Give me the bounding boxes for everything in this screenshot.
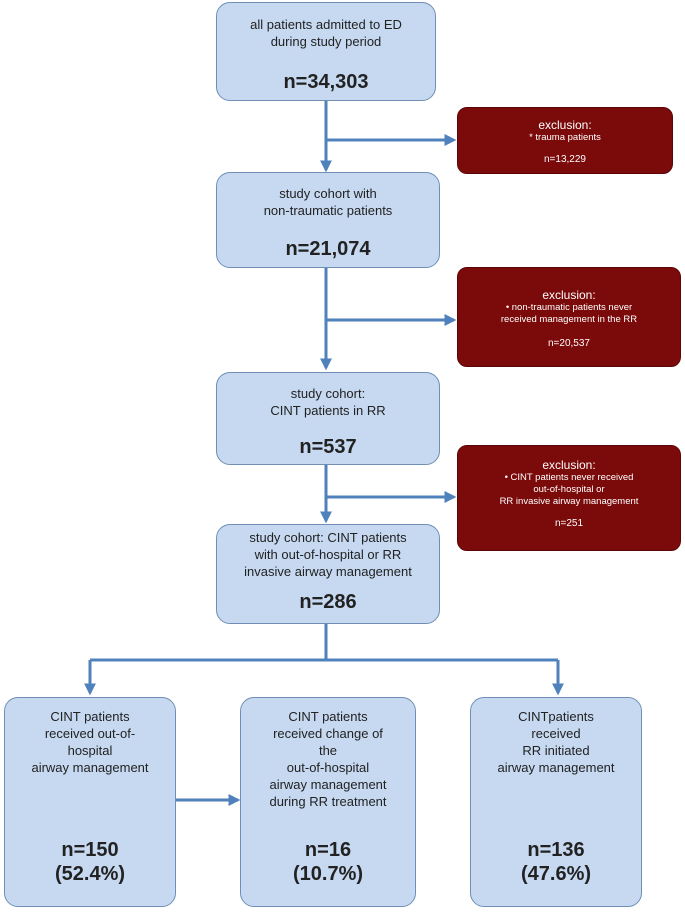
box-airway-cohort-count: n=286 bbox=[299, 591, 357, 613]
box-out-of-hospital-text: CINT patients received out-of- hospital … bbox=[31, 709, 149, 775]
box-cint-rr: study cohort: CINT patients in RR n=537 bbox=[216, 372, 440, 465]
exclusion-never-rr-count: n=20,537 bbox=[548, 338, 590, 349]
box-out-of-hospital-count: n=150 (52.4%) bbox=[54, 839, 126, 885]
box-cint-rr-count: n=537 bbox=[299, 436, 357, 458]
exclusion-no-airway-detail: • CINT patients never received out-of-ho… bbox=[499, 472, 639, 507]
exclusion-no-airway-heading: exclusion: bbox=[542, 458, 596, 472]
exclusion-trauma-heading: exclusion: bbox=[538, 118, 592, 132]
box-cint-rr-text: study cohort: CINT patients in RR bbox=[270, 386, 386, 418]
box-all-patients-text: all patients admitted to ED during study… bbox=[250, 17, 402, 49]
box-non-traumatic: study cohort with non-traumatic patients… bbox=[216, 172, 440, 268]
box-non-traumatic-text: study cohort with non-traumatic patients bbox=[263, 186, 393, 218]
exclusion-trauma-detail: * trauma patients bbox=[529, 132, 601, 143]
exclusion-trauma: exclusion: * trauma patients n=13,229 bbox=[457, 107, 673, 174]
box-change-airway-text: CINT patients received change of the out… bbox=[269, 709, 387, 809]
exclusion-trauma-count: n=13,229 bbox=[544, 154, 586, 165]
exclusion-never-rr-detail: • non-traumatic patients never received … bbox=[500, 302, 638, 325]
box-change-airway: CINT patients received change of the out… bbox=[240, 697, 416, 907]
box-rr-initiated-text: CINTpatients received RR initiated airwa… bbox=[497, 709, 615, 775]
box-all-patients-count: n=34,303 bbox=[283, 71, 369, 93]
box-rr-initiated-count: n=136 (47.6%) bbox=[520, 839, 592, 885]
box-out-of-hospital: CINT patients received out-of- hospital … bbox=[4, 697, 176, 907]
box-change-airway-count: n=16 (10.7%) bbox=[292, 839, 364, 885]
exclusion-no-airway: exclusion: • CINT patients never receive… bbox=[457, 445, 681, 551]
box-rr-initiated: CINTpatients received RR initiated airwa… bbox=[470, 697, 642, 907]
box-non-traumatic-count: n=21,074 bbox=[285, 238, 371, 260]
exclusion-no-airway-count: n=251 bbox=[554, 518, 584, 529]
exclusion-never-rr-heading: exclusion: bbox=[542, 288, 596, 302]
box-airway-cohort: study cohort: CINT patients with out-of-… bbox=[216, 524, 440, 624]
exclusion-never-rr: exclusion: • non-traumatic patients neve… bbox=[457, 267, 681, 367]
box-airway-cohort-text: study cohort: CINT patients with out-of-… bbox=[244, 530, 412, 579]
box-all-patients: all patients admitted to ED during study… bbox=[216, 2, 436, 101]
